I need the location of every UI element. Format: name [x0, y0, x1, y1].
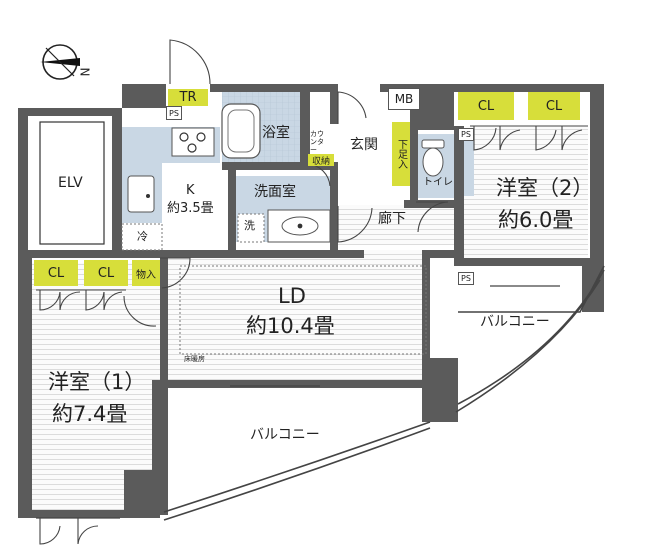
counter-tag: カウンター	[310, 130, 324, 154]
closet-tag-2: CL	[528, 92, 580, 120]
pipe-space-tag-right-bottom: PS	[458, 272, 474, 285]
balcony-right-label: バルコニー	[480, 314, 550, 330]
meter-box-tag: MB	[388, 88, 420, 110]
entrance-label: 玄関	[350, 137, 378, 153]
ld-label: LD	[278, 284, 306, 308]
closet-tag-3: CL	[34, 260, 78, 286]
balcony-outline	[163, 265, 605, 521]
western-room-2-name: 洋室（2）	[496, 176, 594, 200]
closet-tag-4: CL	[84, 260, 128, 286]
toilet-icon	[421, 139, 445, 177]
bath-label: 浴室	[262, 125, 290, 141]
kitchen-label: K	[186, 183, 195, 198]
wash-basin-icon	[267, 209, 331, 243]
storage-tag: 収納	[308, 154, 334, 167]
bathtub-icon	[221, 103, 261, 159]
fridge-space	[121, 223, 163, 251]
western-room-1-size: 約7.4畳	[52, 402, 128, 426]
compass-north-label: N	[77, 67, 92, 77]
pipe-space-tag-top: PS	[166, 106, 182, 120]
balcony-left-label: バルコニー	[250, 427, 320, 443]
fridge-label: 冷	[137, 230, 148, 243]
washer-label: 洗	[244, 219, 255, 232]
walls	[18, 84, 604, 518]
kitchen-sink-icon	[127, 175, 155, 213]
trunk-room-tag: TR	[168, 89, 208, 106]
floor-heating-area	[179, 265, 427, 355]
pipe-space-tag-right-top: PS	[458, 128, 474, 141]
washer-space	[237, 213, 265, 243]
closet-tag-1: CL	[458, 92, 514, 120]
western-room-1-name: 洋室（1）	[48, 370, 146, 394]
closet-rods	[36, 125, 588, 291]
shoe-box-tag: 下足入	[392, 122, 410, 186]
western-room-2-size: 約6.0畳	[498, 208, 574, 232]
storage-in-tag: 物入	[132, 260, 160, 286]
ld-size-label: 約10.4畳	[246, 314, 335, 338]
toilet-label: トイレ	[423, 177, 453, 188]
kitchen-size-label: 約3.5畳	[167, 201, 214, 216]
stove-icon	[171, 127, 215, 157]
wash-room-label: 洗面室	[254, 184, 296, 200]
elevator-shaft	[39, 121, 105, 245]
compass-icon	[40, 44, 80, 80]
elevator-label: ELV	[58, 175, 83, 191]
floor-heating-label: 床暖房	[184, 355, 205, 363]
corridor-label: 廊下	[378, 211, 406, 227]
